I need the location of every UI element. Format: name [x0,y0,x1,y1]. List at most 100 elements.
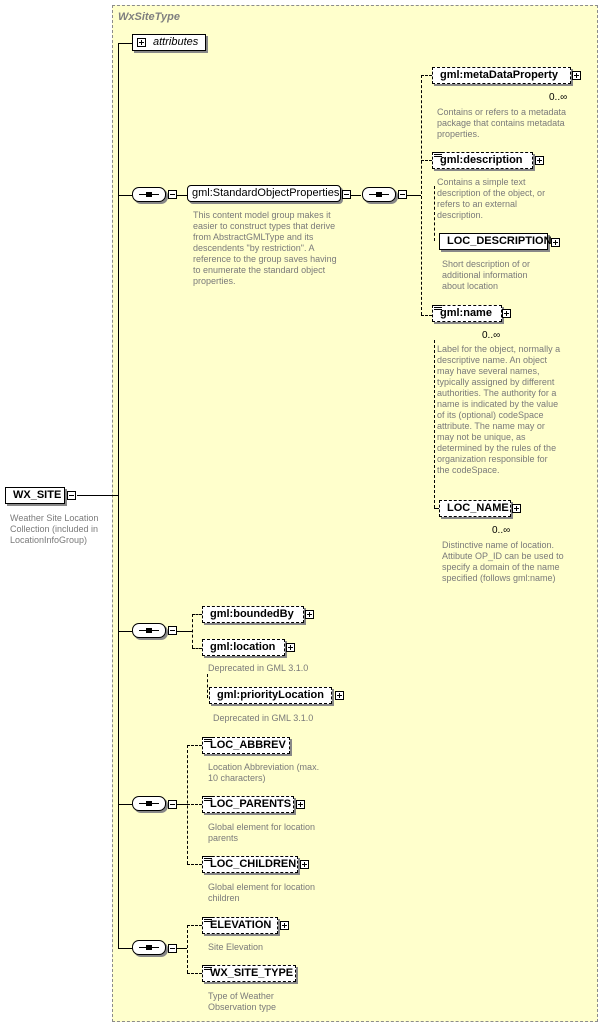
group-doc: This content model group makes it easier… [193,210,337,286]
element-doc: Contains or refers to a metadata package… [437,107,567,139]
expand-icon[interactable] [286,643,295,652]
element-loc-abbrev[interactable]: LOC_ABBREV [202,737,290,754]
element-label: gml:location [210,641,276,653]
expand-icon[interactable] [572,71,581,80]
element-label: LOC_ABBREV [210,739,286,751]
expand-icon[interactable] [296,800,305,809]
element-loc-description[interactable]: LOC_DESCRIPTION [439,233,552,250]
element-label: LOC_CHILDREN [210,858,297,870]
sequence-compositor[interactable] [132,796,166,811]
element-label: WX_SITE_TYPE [210,967,294,979]
connector [118,195,132,196]
element-doc: Global element for location children [208,882,316,903]
element-doc: Global element for location parents [208,822,316,843]
element-elevation[interactable]: ELEVATION [202,917,278,934]
element-doc: Distinctive name of location. Attibute O… [442,540,564,583]
connector [207,674,208,698]
element-label: gml:name [440,307,492,319]
element-loc-children[interactable]: LOC_CHILDREN [202,856,298,873]
collapse-icon[interactable] [342,190,351,199]
element-label: gml:boundedBy [210,608,294,620]
cardinality: 0..∞ [549,92,568,103]
cardinality: 0..∞ [482,330,501,341]
connector [177,948,187,949]
connector [434,340,435,508]
connector [434,186,435,241]
connector [187,804,202,805]
root-element[interactable]: WX_SITE [5,487,65,504]
connector [192,614,193,648]
connector [118,948,132,949]
expand-icon[interactable] [137,38,146,47]
connector [187,864,202,865]
expand-icon[interactable] [535,156,544,165]
connector [118,631,132,632]
group-label: gml:StandardObjectProperties [192,187,340,199]
type-container [112,5,598,1022]
collapse-icon[interactable] [168,800,177,809]
element-label: ELEVATION [210,919,272,931]
sequence-compositor[interactable] [132,940,166,955]
element-label: LOC_NAME [447,502,509,514]
connector [434,508,439,509]
collapse-icon[interactable] [168,944,177,953]
attributes-box[interactable]: attributes [132,34,206,51]
element-doc: Label for the object, normally a descrip… [437,344,561,475]
expand-icon[interactable] [300,860,309,869]
documentation-icon [204,796,212,802]
connector [421,75,422,315]
element-doc: Deprecated in GML 3.1.0 [208,663,309,673]
element-gml-boundedby[interactable]: gml:boundedBy [202,606,304,623]
element-doc: Location Abbreviation (max. 10 character… [208,762,320,783]
connector [192,648,202,649]
expand-icon[interactable] [280,921,289,930]
group-box[interactable]: gml:StandardObjectProperties [187,185,341,202]
element-gml-metadataproperty[interactable]: gml:metaDataProperty [432,67,571,84]
connector [187,973,202,974]
root-element-label: WX_SITE [13,489,62,501]
sequence-compositor[interactable] [132,623,166,638]
element-gml-prioritylocation[interactable]: gml:priorityLocation [209,687,332,704]
sequence-compositor[interactable] [132,187,166,202]
connector [421,315,432,316]
element-doc: Contains a simple text description of th… [437,177,546,220]
element-loc-parents[interactable]: LOC_PARENTS [202,796,294,813]
type-title: WxSiteType [118,11,180,23]
collapse-icon[interactable] [168,626,177,635]
expand-icon[interactable] [502,309,511,318]
element-loc-name[interactable]: LOC_NAME [439,500,511,517]
spine-line [118,43,119,948]
connector [177,631,192,632]
connector [187,745,202,746]
connector [118,804,132,805]
collapse-icon[interactable] [398,190,407,199]
element-gml-description[interactable]: gml:description [432,152,533,169]
expand-icon[interactable] [512,504,521,513]
expand-icon[interactable] [305,610,314,619]
element-doc: Site Elevation [208,942,264,952]
element-doc: Deprecated in GML 3.1.0 [213,713,314,723]
element-gml-name[interactable]: gml:name [432,305,502,322]
connector [351,195,361,196]
collapse-icon[interactable] [67,491,76,500]
element-wx-site-type[interactable]: WX_SITE_TYPE [202,965,296,982]
documentation-icon [204,965,212,971]
connector [177,804,187,805]
cardinality: 0..∞ [492,525,511,536]
sequence-compositor[interactable] [362,187,396,202]
collapse-icon[interactable] [168,190,177,199]
connector [118,43,132,44]
element-gml-location[interactable]: gml:location [202,639,285,656]
element-label: gml:metaDataProperty [440,69,558,81]
element-label: gml:priorityLocation [217,689,324,701]
expand-icon[interactable] [551,238,560,247]
documentation-icon [434,152,442,158]
element-doc: Short description of or additional infor… [442,259,531,291]
connector [187,925,188,973]
root-doc: Weather Site Location Collection (includ… [10,513,99,545]
connector [192,614,202,615]
element-doc: Type of Weather Observation type [208,991,277,1012]
element-label: gml:description [440,154,523,166]
expand-icon[interactable] [335,691,344,700]
documentation-icon [204,917,212,923]
